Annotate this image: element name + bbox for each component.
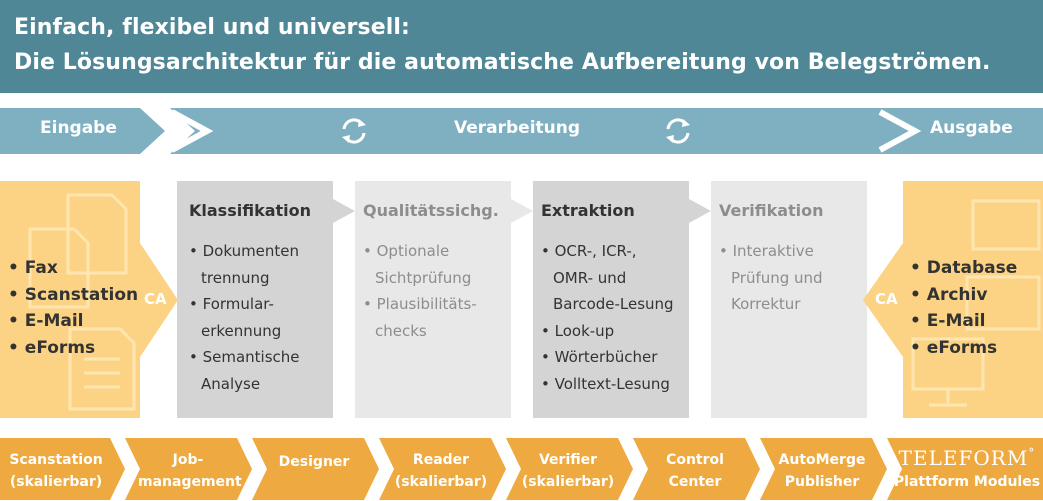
list-item: trennung [201, 268, 270, 287]
stage-list: • Optionale Sichtprüfung • Plausibilität… [363, 238, 477, 344]
module-designer: Designer [278, 454, 350, 470]
ca-arrow-left [140, 243, 178, 357]
stage-title: Extraktion [541, 201, 635, 220]
stage-arrow [511, 199, 533, 223]
platform-modules-label: Plattform Modules [893, 474, 1041, 490]
list-item: • Fax [8, 258, 58, 278]
flow-chevron-left [170, 109, 214, 153]
stage-box-extraction [533, 181, 689, 418]
input-item: eForms [24, 337, 96, 358]
list-item: • Dokumenten [189, 242, 300, 260]
stage-arrow [689, 199, 711, 223]
flow-band-shape [0, 108, 953, 154]
list-item: • Formular- [189, 295, 274, 313]
list-item: OMR- und [553, 268, 627, 287]
list-item: • eForms [910, 337, 998, 358]
module-shape [0, 438, 125, 500]
module-jobmanagement: Job-management [138, 452, 242, 490]
input-item: E-Mail [24, 311, 84, 331]
module-shape [379, 438, 506, 500]
list-item: Sichtprüfung [375, 268, 472, 287]
monitor-icon [971, 199, 1041, 251]
stage-box-verification [711, 181, 867, 418]
ca-label-input: CA [144, 290, 167, 308]
list-item: • Plausibilitäts- [363, 295, 477, 313]
monitor-icon [965, 275, 1041, 331]
module-shape [252, 438, 379, 500]
list-item: • E-Mail [8, 311, 84, 331]
stage-list: • OCR-, ICR-, OMR- und Barcode-Lesung • … [541, 238, 674, 397]
list-item: Barcode-Lesung [553, 295, 674, 313]
module-scanstation: Scanstation(skalierbar) [9, 452, 103, 490]
list-item: • E-Mail [910, 311, 986, 331]
document-icon [68, 327, 136, 411]
document-icon [28, 227, 90, 309]
output-item: E-Mail [926, 311, 986, 331]
stage-box-classification [177, 181, 333, 418]
input-panel-decor [28, 193, 178, 411]
module-row [0, 438, 1043, 500]
stage-arrow [333, 199, 355, 223]
header-title-line-1: Einfach, flexibel und universell: [14, 15, 410, 40]
output-item: eForms [926, 337, 998, 358]
output-list: • Database • Archiv • E-Mail • eForms [910, 255, 1017, 361]
module-shape-platform [887, 438, 1043, 500]
input-item: Scanstation [24, 284, 139, 305]
list-item: • eForms [8, 337, 96, 358]
sync-icon [666, 118, 690, 144]
output-item: Database [926, 258, 1018, 278]
stage-title: Klassifikation [189, 201, 312, 220]
flow-output-arrow [900, 108, 1043, 154]
stage-list: • Dokumenten trennung • Formular- erkenn… [189, 238, 300, 397]
list-item: • Wörterbücher [541, 348, 658, 366]
input-list: • Fax • Scanstation • E-Mail • eForms [8, 255, 138, 361]
stage-title: Verifikation [719, 201, 824, 220]
stage-connectors [333, 199, 711, 223]
output-item: Archiv [926, 284, 988, 305]
stage-title: Qualitätssichg. [363, 201, 499, 220]
list-item: • Volltext-Lesung [541, 374, 670, 393]
module-shape [125, 438, 252, 500]
sync-icon [342, 118, 366, 144]
ca-arrow-right [863, 243, 903, 357]
document-icon [66, 193, 128, 275]
header-title-line-2: Die Lösungsarchitektur für die automatis… [14, 50, 991, 75]
list-item: erkennung [201, 321, 282, 340]
module-shape [760, 438, 887, 500]
list-item: • Database [910, 258, 1018, 278]
list-item: • Optionale [363, 242, 450, 260]
module-shape [633, 438, 760, 500]
list-item: checks [375, 321, 427, 340]
list-item: Korrektur [731, 295, 801, 313]
list-item: Prüfung und [731, 268, 823, 287]
module-reader: Reader(skalierbar) [394, 452, 488, 490]
list-item: • Semantische [189, 348, 300, 366]
module-verifier: Verifier(skalierbar) [521, 452, 615, 490]
teleform-logo: TELEFORM° [898, 446, 1036, 470]
module-shape [506, 438, 633, 500]
ca-label-output: CA [875, 290, 898, 308]
flow-chevron-right [878, 109, 922, 153]
list-item: • Look-up [541, 321, 615, 340]
flow-label-processing: Verarbeitung [454, 118, 581, 138]
list-item: • Interaktive [719, 242, 814, 260]
flow-label-input: Eingabe [40, 118, 117, 138]
input-item: Fax [24, 258, 58, 278]
list-item: Analyse [201, 374, 261, 393]
flow-band [0, 108, 1043, 154]
stage-box-quality [355, 181, 511, 418]
flow-label-output: Ausgabe [930, 118, 1013, 138]
list-item: • Scanstation [8, 284, 139, 305]
stage-list: • Interaktive Prüfung und Korrektur [719, 238, 823, 318]
header-banner: Einfach, flexibel und universell: Die Lö… [0, 0, 1043, 93]
output-panel-decor [863, 199, 1041, 407]
list-item: • Archiv [910, 284, 988, 305]
list-item: • OCR-, ICR-, [541, 242, 637, 260]
